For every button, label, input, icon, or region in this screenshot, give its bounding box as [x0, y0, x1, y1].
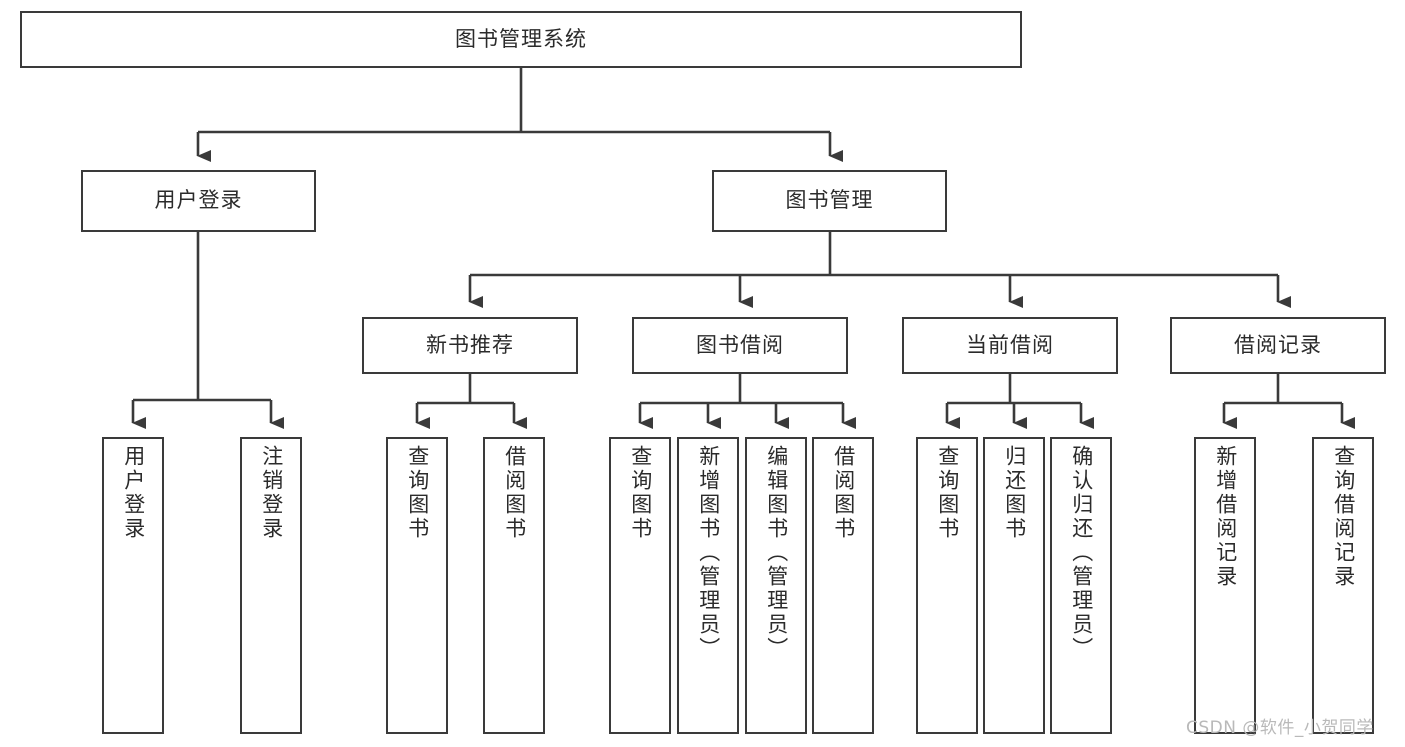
leaf-borrow-edit-book[interactable]: 编辑图书（管理员）	[745, 437, 807, 734]
node-label: 注销登录	[259, 445, 284, 541]
leaf-current-confirm-return[interactable]: 确认归还（管理员）	[1050, 437, 1112, 734]
leaf-recommend-borrow-book[interactable]: 借阅图书	[483, 437, 545, 734]
leaf-user-login-logout[interactable]: 注销登录	[240, 437, 302, 734]
leaf-user-login-login[interactable]: 用户登录	[102, 437, 164, 734]
node-label: 查询图书	[628, 445, 653, 541]
leaf-record-add-record[interactable]: 新增借阅记录	[1194, 437, 1256, 734]
node-root-system[interactable]: 图书管理系统	[20, 11, 1022, 68]
node-label: 查询借阅记录	[1331, 445, 1356, 589]
node-label: 用户登录	[121, 445, 146, 541]
leaf-borrow-query-book[interactable]: 查询图书	[609, 437, 671, 734]
node-label: 新增借阅记录	[1213, 445, 1238, 589]
node-label: 新书推荐	[426, 332, 514, 357]
node-label: 确认归还（管理员）	[1069, 445, 1094, 661]
leaf-borrow-borrow-book[interactable]: 借阅图书	[812, 437, 874, 734]
node-label: 借阅图书	[502, 445, 527, 541]
node-borrow-record[interactable]: 借阅记录	[1170, 317, 1386, 374]
node-label: 图书管理系统	[455, 26, 587, 51]
leaf-recommend-query-book[interactable]: 查询图书	[386, 437, 448, 734]
node-label: 用户登录	[154, 188, 243, 213]
node-book-borrow[interactable]: 图书借阅	[632, 317, 848, 374]
node-new-book-recommend[interactable]: 新书推荐	[362, 317, 578, 374]
node-label: 当前借阅	[966, 332, 1054, 357]
node-label: 新增图书（管理员）	[696, 445, 721, 661]
node-label: 图书管理	[785, 188, 874, 213]
node-user-login[interactable]: 用户登录	[81, 170, 316, 232]
node-label: 归还图书	[1002, 445, 1027, 541]
leaf-record-query-record[interactable]: 查询借阅记录	[1312, 437, 1374, 734]
node-label: 编辑图书（管理员）	[764, 445, 789, 661]
node-label: 查询图书	[405, 445, 430, 541]
node-label: 图书借阅	[696, 332, 784, 357]
leaf-current-return-book[interactable]: 归还图书	[983, 437, 1045, 734]
node-current-borrow[interactable]: 当前借阅	[902, 317, 1118, 374]
node-label: 借阅图书	[831, 445, 856, 541]
node-label: 借阅记录	[1234, 332, 1322, 357]
leaf-borrow-add-book[interactable]: 新增图书（管理员）	[677, 437, 739, 734]
node-book-management[interactable]: 图书管理	[712, 170, 947, 232]
node-label: 查询图书	[935, 445, 960, 541]
leaf-current-query-book[interactable]: 查询图书	[916, 437, 978, 734]
watermark-text: CSDN @软件_小贺同学	[1186, 718, 1374, 738]
